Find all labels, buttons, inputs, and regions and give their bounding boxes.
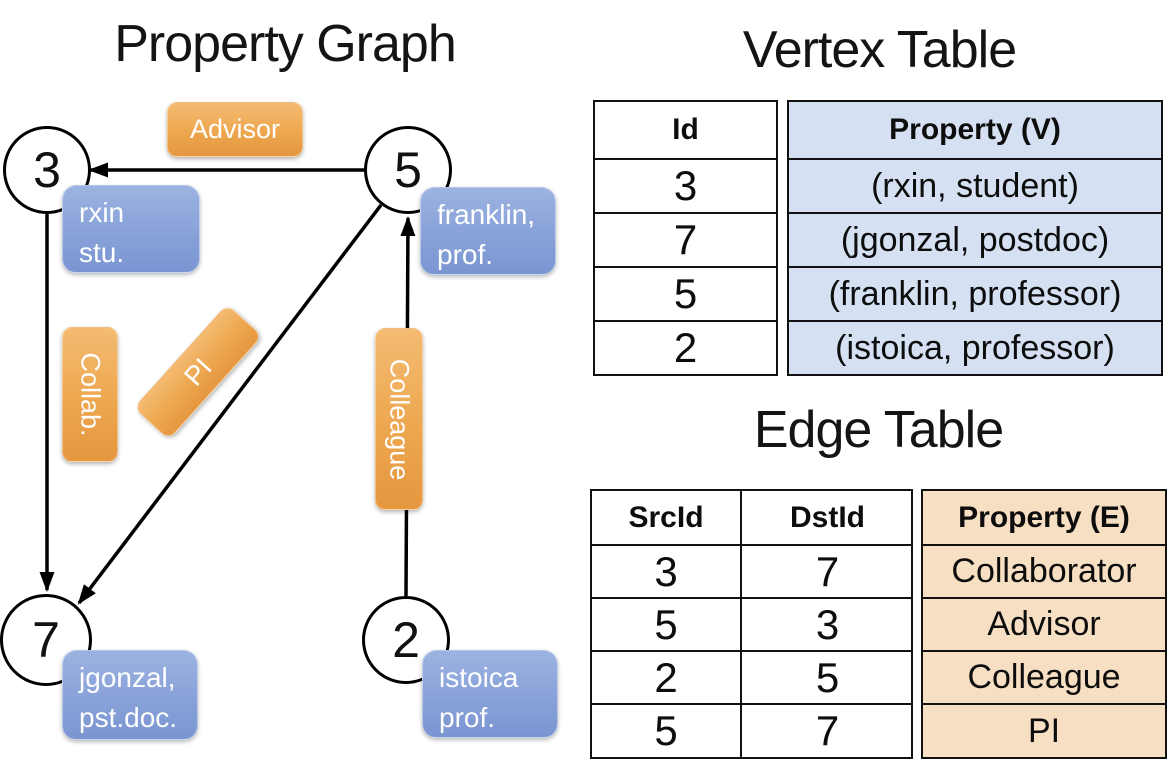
edge-label-collab-text: Collab.: [75, 352, 106, 437]
vertex-label-istoica: istoica prof.: [422, 650, 558, 738]
edge-table-srcid-cell: 2: [592, 650, 740, 703]
vertex-label-jgonzal-line1: jgonzal,: [79, 662, 176, 693]
graph-node-2: 2: [362, 596, 450, 684]
edge-table-dstid-cell: 7: [740, 703, 913, 757]
edge-table-srcid-cell: 5: [592, 703, 740, 757]
edge-table-dstid-cell: 5: [740, 650, 913, 703]
edge-table: SrcId DstId 3 7 5 3 2 5 5 7 Property (E)…: [590, 489, 1167, 759]
edge-table-id-columns: SrcId DstId 3 7 5 3 2 5 5 7: [590, 489, 913, 759]
vertex-table-property-cell: (franklin, professor): [789, 266, 1161, 320]
edge-label-pi-text: PI: [177, 352, 218, 392]
edge-label-advisor: Advisor: [167, 102, 303, 157]
edge-table-title: Edge Table: [753, 401, 1004, 459]
property-graph-title: Property Graph: [114, 15, 457, 73]
edge-table-dstid-cell: 7: [740, 544, 913, 597]
vertex-label-franklin-line2: prof.: [437, 238, 494, 270]
edge-label-advisor-text: Advisor: [189, 114, 281, 144]
vertex-table-title: Vertex Table: [742, 21, 1017, 79]
vertex-label-rxin: rxin stu.: [62, 185, 200, 273]
vertex-table-property-column: Property (V) (rxin, student) (jgonzal, p…: [787, 100, 1163, 376]
edge-table-srcid-cell: 5: [592, 597, 740, 650]
vertex-table-id-cell: 2: [595, 320, 776, 374]
edge-table-property-column: Property (E) Collaborator Advisor Collea…: [921, 489, 1167, 759]
edge-table-header-property: Property (E): [923, 491, 1165, 544]
edge-table-property-cell: Advisor: [923, 597, 1165, 650]
vertex-table-header-id: Id: [672, 113, 699, 146]
vertex-table-property-cell: (jgonzal, postdoc): [789, 212, 1161, 266]
vertex-table-property-cell: (rxin, student): [789, 158, 1161, 212]
edge-table-header-srcid: SrcId: [628, 500, 704, 534]
vertex-label-rxin-line2: stu.: [79, 236, 125, 268]
edge-table-srcid-cell: 3: [592, 544, 740, 597]
edge-table-property-cell: Colleague: [923, 650, 1165, 703]
edge-table-header-dstid: DstId: [740, 491, 913, 544]
vertex-label-istoica-line1: istoica: [439, 662, 519, 693]
edge-table-dstid-cell: 3: [740, 597, 913, 650]
vertex-table-id-cell: 3: [595, 158, 776, 212]
edge-table-property-cell: Collaborator: [923, 544, 1165, 597]
vertex-label-franklin: franklin, prof.: [420, 187, 556, 275]
vertex-table-header-property: Property (V): [789, 102, 1161, 158]
edge-label-collab: Collab.: [62, 327, 118, 462]
vertex-label-rxin-line1: rxin: [79, 197, 125, 228]
vertex-label-istoica-line2: prof.: [439, 701, 496, 733]
edge-label-colleague: Colleague: [375, 328, 423, 510]
vertex-table: Id 3 7 5 2 Property (V) (rxin, student) …: [593, 100, 1163, 376]
edge-label-colleague-text: Colleague: [384, 358, 415, 480]
edge-5-to-7: [77, 203, 383, 605]
vertex-label-franklin-line1: franklin,: [437, 199, 536, 230]
vertex-table-id-cell: 5: [595, 266, 776, 320]
vertex-table-property-cell: (istoica, professor): [789, 320, 1161, 374]
vertex-table-id-cell: 7: [595, 212, 776, 266]
vertex-label-jgonzal-line2: pst.doc.: [79, 701, 178, 733]
edge-table-property-cell: PI: [923, 703, 1165, 757]
vertex-table-id-column: Id 3 7 5 2: [593, 100, 778, 376]
vertex-label-jgonzal: jgonzal, pst.doc.: [62, 650, 198, 740]
graph-node-5: 5: [364, 126, 452, 214]
